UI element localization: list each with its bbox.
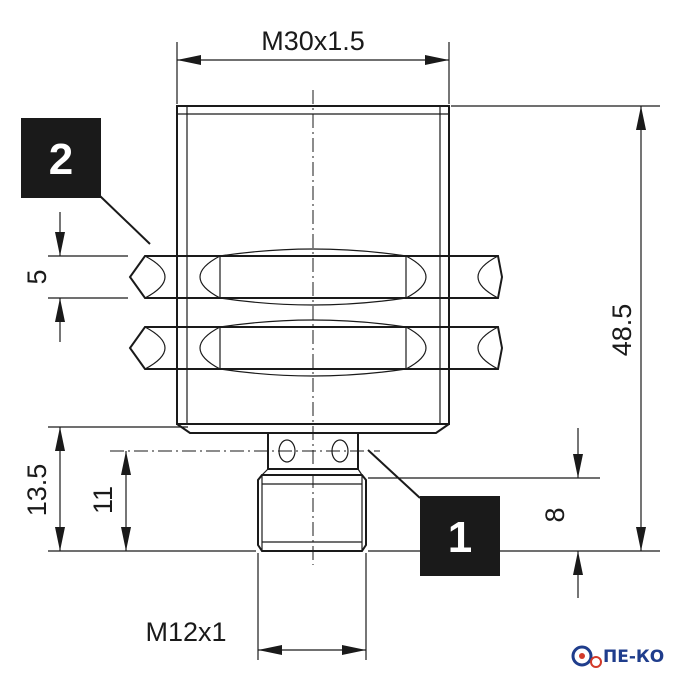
label-5: 5 (22, 269, 52, 284)
company-logo: ПЕ-КО (571, 645, 664, 668)
dim-nut-height: 5 (22, 212, 128, 342)
connector-m12 (257, 468, 367, 552)
logo-text: ПЕ-КО (603, 647, 664, 667)
label-8: 8 (540, 507, 570, 522)
callout-2-label: 2 (49, 135, 73, 184)
dim-m30: M30x1.5 (176, 26, 450, 104)
dim-13-5: 13.5 (22, 426, 256, 552)
gear-icon (571, 645, 593, 667)
nut-lower (128, 319, 504, 377)
sensor-body (176, 105, 450, 434)
label-13-5: 13.5 (22, 464, 52, 517)
callout-2-box (21, 118, 101, 198)
dim-total-length: 48.5 (368, 105, 660, 552)
callout-1: 1 (367, 449, 500, 576)
nut-upper (128, 248, 504, 306)
label-48-5: 48.5 (607, 304, 637, 357)
label-11: 11 (88, 486, 118, 514)
label-m30: M30x1.5 (261, 26, 365, 56)
dim-11: 11 (88, 451, 131, 551)
label-m12: M12x1 (145, 617, 226, 647)
callout-1-label: 1 (448, 513, 472, 562)
callout-1-box (420, 496, 500, 576)
callout-2: 2 (21, 118, 151, 245)
dim-8: 8 (368, 428, 600, 598)
dim-m12: M12x1 (145, 553, 367, 660)
